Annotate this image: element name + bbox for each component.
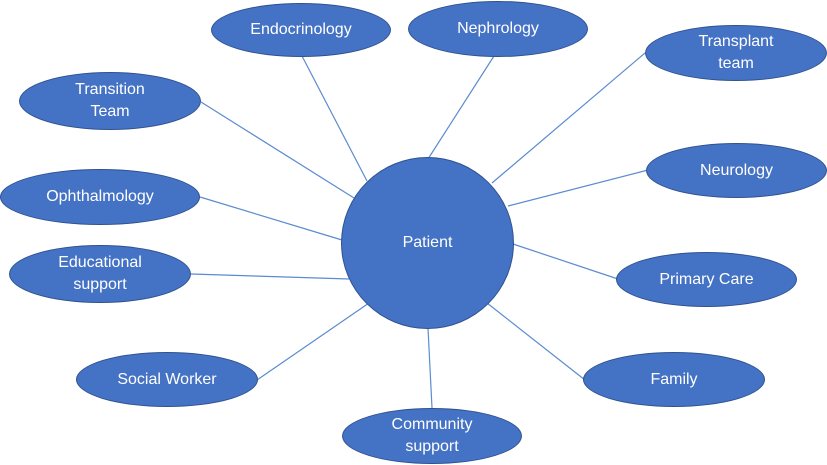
node-transplant-team: Transplant team (645, 25, 827, 81)
connector-ophthalmology (199, 196, 343, 241)
connector-community-support (427, 327, 433, 409)
node-educational-support-label: Educational support (58, 254, 142, 293)
node-primary-care: Primary Care (616, 252, 797, 307)
connector-nephrology (427, 55, 495, 160)
node-nephrology-label: Nephrology (457, 20, 539, 37)
node-transition-team-label: Transition Team (75, 81, 145, 120)
connector-endocrinology (301, 55, 368, 182)
node-endocrinology: Endocrinology (211, 3, 391, 57)
node-patient-label: Patient (402, 234, 453, 251)
node-community-support-label: Community support (391, 416, 473, 455)
node-social-worker: Social Worker (76, 352, 258, 407)
connector-transition-team (200, 101, 355, 199)
node-ophthalmology: Ophthalmology (0, 169, 200, 225)
node-family: Family (583, 352, 765, 407)
node-nephrology: Nephrology (408, 1, 588, 57)
node-neurology: Neurology (646, 143, 827, 198)
connector-family (486, 302, 586, 381)
node-primary-care-label: Primary Care (659, 270, 754, 288)
connector-primary-care (512, 243, 619, 280)
node-ophthalmology-label: Ophthalmology (46, 188, 154, 205)
node-patient: Patient (341, 157, 514, 329)
node-transition-team: Transition Team (19, 72, 201, 130)
node-endocrinology-label: Endocrinology (250, 21, 352, 38)
node-neurology-label: Neurology (700, 161, 773, 179)
node-transplant-team-label: Transplant team (698, 33, 774, 72)
connector-neurology (507, 169, 649, 207)
node-educational-support: Educational support (9, 245, 191, 303)
connector-transplant-team (491, 52, 646, 184)
node-community-support: Community support (342, 408, 522, 464)
connector-social-worker (256, 302, 370, 381)
connector-educational-support (190, 273, 350, 280)
node-social-worker-label: Social Worker (117, 370, 217, 388)
node-family-label: Family (650, 370, 698, 388)
